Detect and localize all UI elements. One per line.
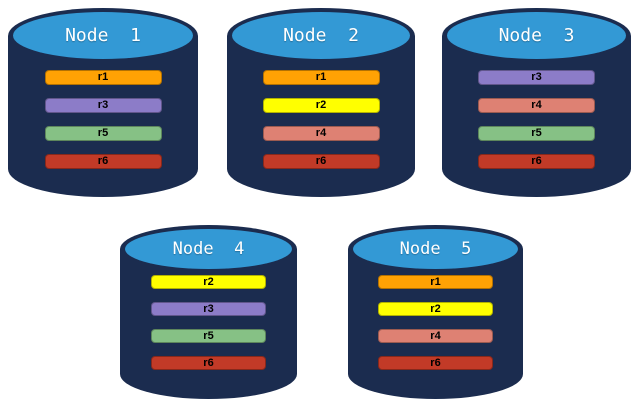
node-cylinder: Node 4 r2 r3 r5 r6	[120, 225, 297, 399]
partition-bar: r4	[262, 126, 380, 141]
partition-bar: r4	[478, 98, 595, 113]
cylinder-body	[442, 36, 631, 197]
cylinder-body	[348, 249, 523, 399]
node-cylinder: Node 2 r1 r2 r4 r6	[227, 8, 415, 197]
partition-bar: r1	[378, 275, 493, 289]
partition-list: r1 r2 r4 r6	[227, 70, 415, 169]
partition-list: r1 r3 r5 r6	[8, 70, 198, 169]
partition-bar: r1	[262, 70, 380, 85]
partition-list: r2 r3 r5 r6	[120, 275, 297, 370]
partition-bar: r6	[262, 154, 380, 169]
partition-bar: r2	[262, 98, 380, 113]
partition-bar: r6	[478, 154, 595, 169]
partition-bar: r5	[44, 126, 162, 141]
partition-bar: r3	[151, 302, 266, 316]
partition-bar: r3	[478, 70, 595, 85]
node-cylinder: Node 5 r1 r2 r4 r6	[348, 225, 523, 399]
node-cylinder: Node 1 r1 r3 r5 r6	[8, 8, 198, 197]
node-title: Node 2	[232, 12, 410, 59]
partition-bar: r1	[44, 70, 162, 85]
cylinder-body	[8, 36, 198, 197]
partition-list: r3 r4 r5 r6	[442, 70, 631, 169]
node-title: Node 5	[353, 229, 518, 269]
partition-bar: r6	[151, 356, 266, 370]
node-title: Node 4	[125, 229, 292, 269]
partition-bar: r5	[478, 126, 595, 141]
node-cylinder: Node 3 r3 r4 r5 r6	[442, 8, 631, 197]
partition-bar: r3	[44, 98, 162, 113]
cylinder-body	[227, 36, 415, 197]
partition-bar: r6	[44, 154, 162, 169]
partition-bar: r5	[151, 329, 266, 343]
partition-bar: r4	[378, 329, 493, 343]
cylinder-body	[120, 249, 297, 399]
partition-list: r1 r2 r4 r6	[348, 275, 523, 370]
node-title: Node 1	[13, 12, 193, 59]
partition-bar: r2	[378, 302, 493, 316]
node-title: Node 3	[447, 12, 626, 59]
partition-bar: r2	[151, 275, 266, 289]
partition-bar: r6	[378, 356, 493, 370]
